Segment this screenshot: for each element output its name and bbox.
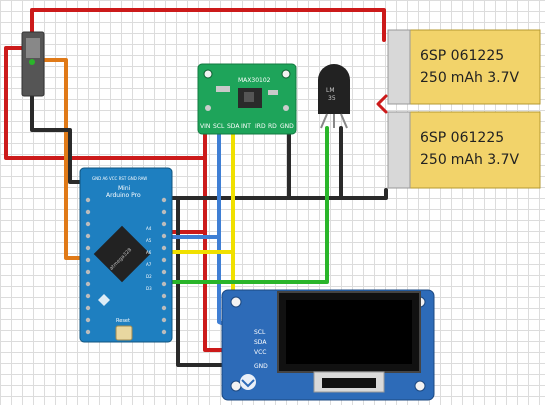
lm35-label-line2: 35 — [328, 95, 336, 102]
oled-pin-label-scl: SCL — [254, 329, 266, 336]
pin-label-ird: IRD — [255, 123, 266, 130]
battery-bottom-model: 6SP 061225 — [420, 130, 504, 146]
red-wire-left — [4, 46, 207, 160]
slide-switch[interactable] — [21, 31, 45, 97]
oled-pin-label-vcc: VCC — [254, 349, 266, 356]
arduino-pro-mini: GND A6 VCC RST GND RAW Mini Arduino Pro … — [79, 167, 173, 343]
arduino-name-line1: Mini — [118, 185, 131, 192]
black-wire-switch — [30, 60, 82, 184]
pin-label-int: INT — [241, 123, 251, 130]
arduino-row-label-a6: A6 — [146, 250, 152, 255]
arduino-row-label-a7: A7 — [146, 262, 152, 267]
grove-logo-icon — [241, 379, 255, 388]
arduino-logo-icon — [98, 294, 110, 306]
black-wire-ground-bus — [164, 188, 388, 200]
battery-top-model: 6SP 061225 — [420, 48, 504, 64]
max30102-chip-label: MAX30102 — [238, 77, 271, 84]
arduino-row-label-a5: A5 — [146, 238, 152, 243]
orange-wire — [42, 58, 82, 260]
arduino-reset-label: Reset — [116, 318, 130, 324]
pin-label-scl: SCL — [213, 123, 225, 130]
pin-label-gnd: GND — [280, 123, 294, 130]
red-wire-battery-link — [376, 94, 388, 114]
oled-pin-labels: SCL SDA VCC GND — [254, 329, 268, 370]
arduino-row-label-d3: D3 — [146, 286, 152, 291]
oled-pin-label-gnd: GND — [254, 363, 268, 370]
max30102-pin-labels: VIN SCL SDA INT IRD RD GND — [200, 123, 294, 130]
arduino-pin-column-left — [85, 197, 91, 335]
lm35-sensor: LM 35 — [318, 64, 350, 129]
pin-label-vin: VIN — [200, 123, 210, 130]
arduino-row-label-d2: D2 — [146, 274, 152, 279]
red-wire-top — [30, 8, 386, 42]
pin-label-rd: RD — [268, 123, 277, 130]
max30102-module: MAX30102 VIN SCL SDA INT IRD RD GND — [197, 63, 297, 135]
oled-pin-label-sda: SDA — [254, 339, 267, 346]
arduino-row-label-a4: A4 — [146, 226, 152, 231]
oled-display-module: SCL SDA VCC GND — [221, 289, 435, 401]
pin-label-sda: SDA — [227, 123, 240, 130]
arduino-pin-column-right — [161, 197, 167, 335]
arduino-name-line2: Arduino Pro — [106, 192, 141, 199]
green-wire — [164, 126, 329, 284]
lm35-label-line1: LM — [326, 87, 335, 94]
arduino-row-labels: A4 A5 A6 A7 D2 D3 — [146, 226, 152, 291]
arduino-top-pins: GND A6 VCC RST GND RAW — [92, 176, 147, 181]
